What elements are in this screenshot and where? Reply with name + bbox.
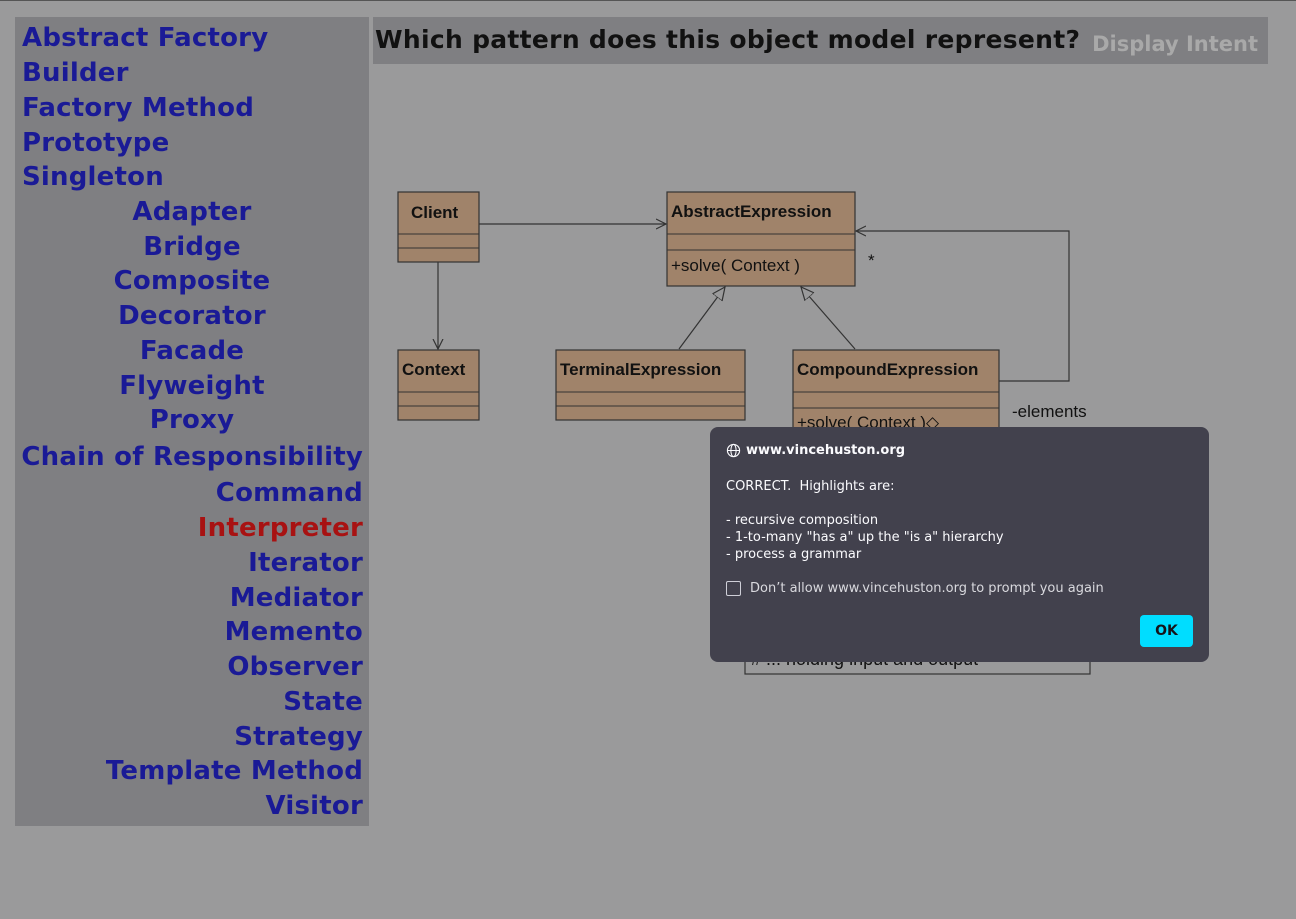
pattern-link-memento[interactable]: Memento — [224, 617, 363, 647]
client-class-name: Client — [411, 203, 459, 222]
class-client: Client — [397, 191, 480, 263]
pattern-link-interpreter[interactable]: Interpreter — [197, 513, 363, 543]
pattern-link-chain-of-responsibility[interactable]: Chain of Responsibility — [21, 442, 363, 472]
pattern-link-visitor[interactable]: Visitor — [265, 791, 363, 821]
top-border — [0, 0, 1296, 1]
pattern-link-singleton[interactable]: Singleton — [22, 162, 164, 192]
abstract-expression-operation: +solve( Context ) — [671, 256, 800, 275]
pattern-link-mediator[interactable]: Mediator — [229, 583, 363, 613]
pattern-link-iterator[interactable]: Iterator — [248, 548, 363, 578]
terminal-expression-class-name: TerminalExpression — [560, 360, 721, 379]
elements-role-label: -elements — [1012, 402, 1087, 421]
ok-button[interactable]: OK — [1140, 615, 1193, 647]
pattern-link-template-method[interactable]: Template Method — [105, 756, 363, 786]
pattern-link-abstract-factory[interactable]: Abstract Factory — [22, 23, 269, 53]
pattern-link-strategy[interactable]: Strategy — [234, 722, 363, 752]
elements-aggregation — [856, 231, 1070, 382]
dialog-origin-row: www.vincehuston.org — [726, 443, 905, 458]
compound-inheritance-arrow — [801, 287, 856, 350]
alert-dialog: www.vincehuston.org CORRECT. Highlights … — [710, 427, 1209, 662]
dont-allow-label[interactable]: Don’t allow www.vincehuston.org to promp… — [750, 581, 1104, 596]
question-header: Which pattern does this object model rep… — [373, 17, 1268, 64]
class-context: Context — [397, 349, 480, 421]
abstract-expression-class-name: AbstractExpression — [671, 202, 832, 221]
pattern-link-adapter[interactable]: Adapter — [132, 197, 252, 227]
dialog-highlight: - process a grammar — [726, 547, 862, 562]
dialog-highlight: - 1-to-many "has a" up the "is a" hierar… — [726, 530, 1004, 545]
question-title: Which pattern does this object model rep… — [375, 25, 1081, 54]
dont-allow-checkbox[interactable] — [726, 581, 741, 596]
class-abstract-expression: AbstractExpression +solve( Context ) — [666, 191, 856, 287]
dialog-highlight: - recursive composition — [726, 513, 879, 528]
pattern-link-prototype[interactable]: Prototype — [22, 128, 170, 158]
class-terminal-expression: TerminalExpression — [555, 349, 746, 421]
compound-expression-class-name: CompoundExpression — [797, 360, 978, 379]
multiplicity-label: * — [868, 251, 875, 270]
pattern-link-bridge[interactable]: Bridge — [143, 232, 241, 262]
pattern-link-proxy[interactable]: Proxy — [149, 405, 235, 435]
dialog-origin: www.vincehuston.org — [746, 443, 906, 458]
pattern-link-flyweight[interactable]: Flyweight — [119, 371, 265, 401]
pattern-sidebar: Abstract Factory Builder Factory Method … — [15, 17, 369, 826]
dialog-message-title: CORRECT. Highlights are: — [726, 479, 895, 494]
pattern-link-composite[interactable]: Composite — [113, 266, 271, 296]
terminal-inheritance-arrow — [678, 287, 725, 350]
globe-icon — [726, 443, 741, 458]
pattern-link-factory-method[interactable]: Factory Method — [22, 93, 255, 123]
context-class-name: Context — [402, 360, 466, 379]
pattern-link-state[interactable]: State — [283, 687, 363, 717]
dialog-checkbox-row[interactable]: Don’t allow www.vincehuston.org to promp… — [726, 581, 1104, 596]
pattern-link-observer[interactable]: Observer — [227, 652, 363, 682]
pattern-link-builder[interactable]: Builder — [22, 58, 129, 88]
pattern-link-facade[interactable]: Facade — [139, 336, 245, 366]
pattern-link-command[interactable]: Command — [215, 478, 363, 508]
pattern-link-decorator[interactable]: Decorator — [118, 301, 266, 331]
display-intent-button[interactable]: Display Intent — [1092, 32, 1258, 56]
